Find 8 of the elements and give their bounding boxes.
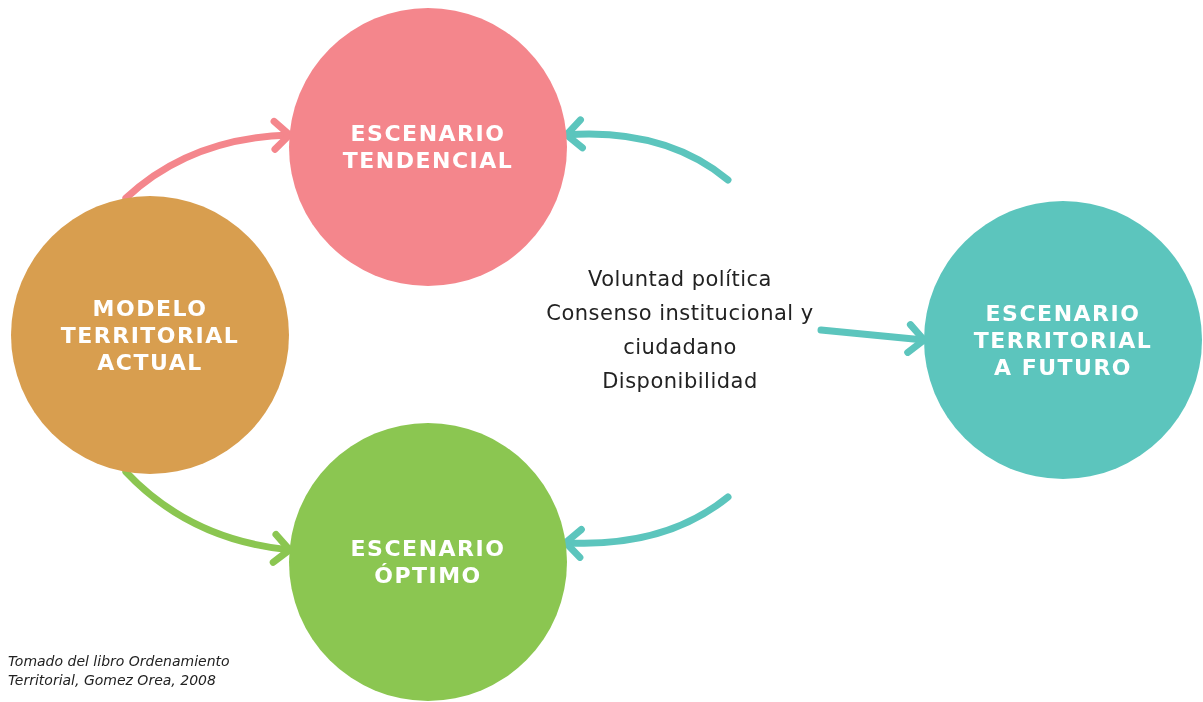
circle-label: ESCENARIO TERRITORIAL A FUTURO	[972, 299, 1154, 381]
circle-label: MODELO TERRITORIAL ACTUAL	[59, 294, 241, 376]
condition-text: Consenso institucional y ciudadano	[545, 300, 815, 361]
circle-label: ESCENARIO ÓPTIMO	[349, 535, 507, 589]
circle-label: ESCENARIO TENDENCIAL	[341, 120, 515, 174]
source-caption: Tomado del libro Ordenamiento Territorial, Gomez Orea, 2008	[8, 652, 231, 690]
condition-text: Voluntad política	[587, 266, 773, 293]
condition-text: Disponibilidad	[601, 368, 759, 395]
